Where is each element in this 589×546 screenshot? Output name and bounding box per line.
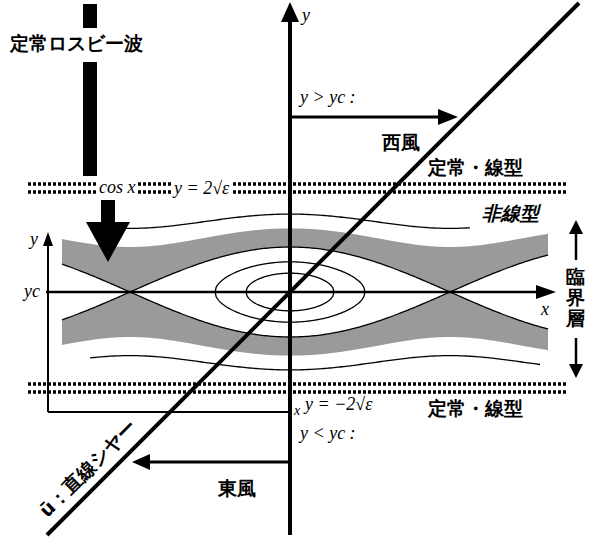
band-line: [28, 390, 568, 394]
arrow-head: [281, 2, 299, 22]
forcing-bar: [83, 4, 97, 28]
arrow-head: [536, 285, 556, 299]
wind-label: 西風: [382, 132, 420, 153]
separatrix: [62, 247, 548, 292]
region-condition: y > yc :: [300, 88, 356, 108]
forcing-bar: [83, 62, 97, 176]
forcing-bar: [101, 200, 115, 224]
axis-label: x: [294, 403, 300, 418]
layer-arrow: [575, 232, 578, 260]
separatrix: [62, 292, 548, 337]
arrow-head: [438, 109, 458, 125]
boundary-label: y = −2√ε: [305, 395, 372, 415]
streamline: [90, 356, 540, 370]
streamline: [90, 214, 470, 228]
wind-label: 東風: [218, 478, 256, 499]
forcing-label: cos x: [97, 178, 137, 198]
regime-label: 定常・線型: [428, 157, 523, 178]
axis-label: yc: [24, 282, 40, 302]
axis-label: y: [302, 6, 310, 26]
wind-arrow: [148, 461, 288, 464]
y-axis: [288, 18, 292, 535]
shear-line: [47, 3, 579, 535]
arrow-head: [569, 364, 583, 378]
regime-label: 定常・線型: [428, 398, 523, 419]
arrow-head: [86, 222, 130, 262]
inner-y-axis: [47, 244, 49, 412]
arrow-head: [569, 220, 583, 234]
layer-label: 臨界層: [566, 266, 585, 329]
axis-label: y: [30, 230, 38, 250]
wind-arrow: [292, 116, 440, 119]
layer-arrow: [575, 338, 578, 366]
region-condition: y < yc :: [300, 424, 356, 444]
regime-label: 非線型: [482, 203, 539, 224]
shear-label: ū：直線シヤー: [36, 416, 141, 521]
arrow-head: [132, 454, 150, 470]
arrow-head: [43, 232, 53, 246]
band-line: [28, 382, 568, 386]
axis-label: x: [541, 300, 549, 320]
wave-title: 定常ロスビー波: [10, 33, 143, 54]
boundary-label: y = 2√ε: [172, 179, 231, 199]
